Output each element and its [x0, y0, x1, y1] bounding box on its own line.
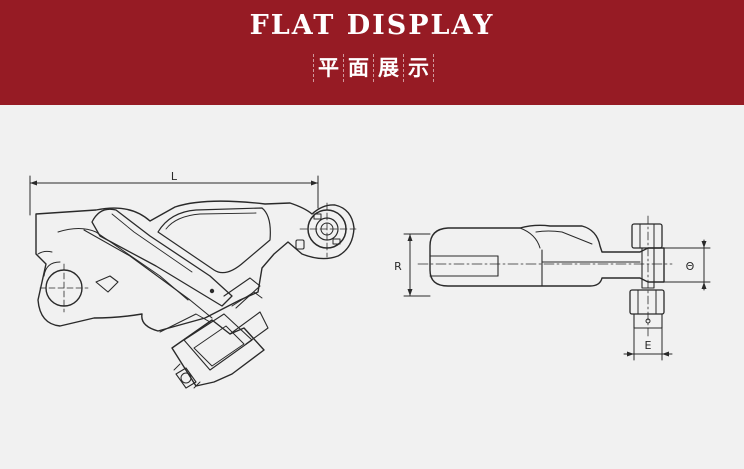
eye-bolt-plan: [629, 215, 665, 337]
dimension-E: E: [623, 327, 673, 361]
bolt-assembly: [171, 311, 269, 389]
dimension-R: R: [394, 233, 431, 297]
header-banner: FLAT DISPLAY 平 面 展 示: [0, 0, 744, 105]
subtitle-char: 展: [374, 54, 404, 82]
dimension-E-label: E: [645, 339, 652, 352]
dimension-L: L: [29, 170, 319, 216]
eye-end-right: [295, 202, 357, 258]
pin-hole-left: [39, 261, 89, 313]
page-title: FLAT DISPLAY: [249, 10, 495, 41]
dimension-theta: Θ: [663, 239, 711, 291]
page-subtitle: 平 面 展 示: [313, 54, 434, 82]
clamp-plan-view: R: [394, 215, 711, 361]
subtitle-char: 面: [344, 54, 374, 82]
subtitle-char: 示: [404, 54, 434, 82]
clamp-side-view: L: [29, 170, 357, 389]
technical-drawing-area: L: [0, 105, 744, 465]
subtitle-char: 平: [313, 54, 344, 82]
dimension-theta-label: Θ: [686, 260, 695, 273]
dimension-L-label: L: [171, 170, 178, 183]
dimension-R-label: R: [394, 260, 402, 273]
